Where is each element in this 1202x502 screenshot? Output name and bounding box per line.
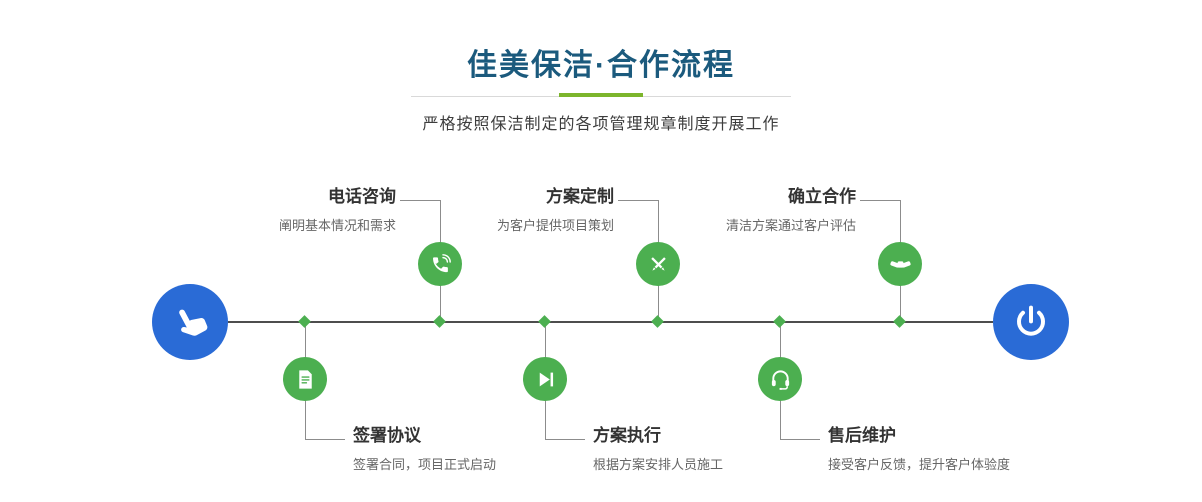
node-diamond-icon xyxy=(651,315,664,328)
step-title: 确立合作 xyxy=(788,187,856,206)
contract-icon xyxy=(298,369,312,389)
node-diamond-icon xyxy=(433,315,446,328)
timeline-step-cooperation: 确立合作 清洁方案通过客户评估 xyxy=(596,186,856,234)
step-description: 接受客户反馈，提升客户体验度 xyxy=(828,457,1011,472)
design-pencils-icon xyxy=(650,256,666,271)
node-diamond-icon xyxy=(773,315,786,328)
timeline-step-phone: 电话咨询 阐明基本情况和需求 xyxy=(136,186,396,234)
hand-pointer-icon xyxy=(179,309,208,336)
timeline-step-contract: 签署协议 签署合同，项目正式启动 xyxy=(353,425,683,473)
step-description: 为客户提供项目策划 xyxy=(496,218,614,233)
step-description: 根据方案安排人员施工 xyxy=(593,457,724,472)
timeline-step-service: 售后维护 接受客户反馈，提升客户体验度 xyxy=(828,425,1168,473)
power-icon xyxy=(1017,305,1045,336)
node-diamond-icon xyxy=(298,315,311,328)
step-node-cooperation xyxy=(878,242,922,286)
timeline-step-execute: 方案执行 根据方案安排人员施工 xyxy=(593,425,923,473)
step-description: 清洁方案通过客户评估 xyxy=(725,218,856,233)
page-subtitle: 严格按照保洁制定的各项管理规章制度开展工作 xyxy=(422,116,780,133)
step-title: 签署协议 xyxy=(353,426,421,445)
page-title: 佳美保洁·合作流程 xyxy=(467,49,735,82)
node-diamond-icon xyxy=(538,315,551,328)
phone-icon xyxy=(432,253,451,272)
step-node-design xyxy=(636,242,680,286)
connector-line xyxy=(545,439,585,440)
handshake-icon xyxy=(889,260,911,268)
step-title: 售后维护 xyxy=(828,426,896,445)
step-description: 签署合同，项目正式启动 xyxy=(353,457,497,472)
step-node-contract xyxy=(283,357,327,401)
connector-line xyxy=(305,439,345,440)
node-diamond-icon xyxy=(893,315,906,328)
timeline-end-circle xyxy=(993,284,1069,360)
headset-service-icon xyxy=(771,369,789,390)
divider-accent xyxy=(559,93,643,97)
connector-line xyxy=(860,200,900,201)
step-title: 方案执行 xyxy=(593,426,661,445)
step-node-service xyxy=(758,357,802,401)
play-execute-icon xyxy=(539,372,553,386)
step-title: 方案定制 xyxy=(546,187,614,206)
connector-line xyxy=(618,200,658,201)
timeline-line xyxy=(228,321,993,323)
connector-line xyxy=(400,200,440,201)
step-node-phone xyxy=(418,242,462,286)
step-node-execute xyxy=(523,357,567,401)
timeline-step-design: 方案定制 为客户提供项目策划 xyxy=(354,186,614,234)
step-description: 阐明基本情况和需求 xyxy=(278,218,396,233)
step-title: 电话咨询 xyxy=(328,187,396,206)
timeline-start-circle xyxy=(152,284,228,360)
connector-line xyxy=(780,439,820,440)
